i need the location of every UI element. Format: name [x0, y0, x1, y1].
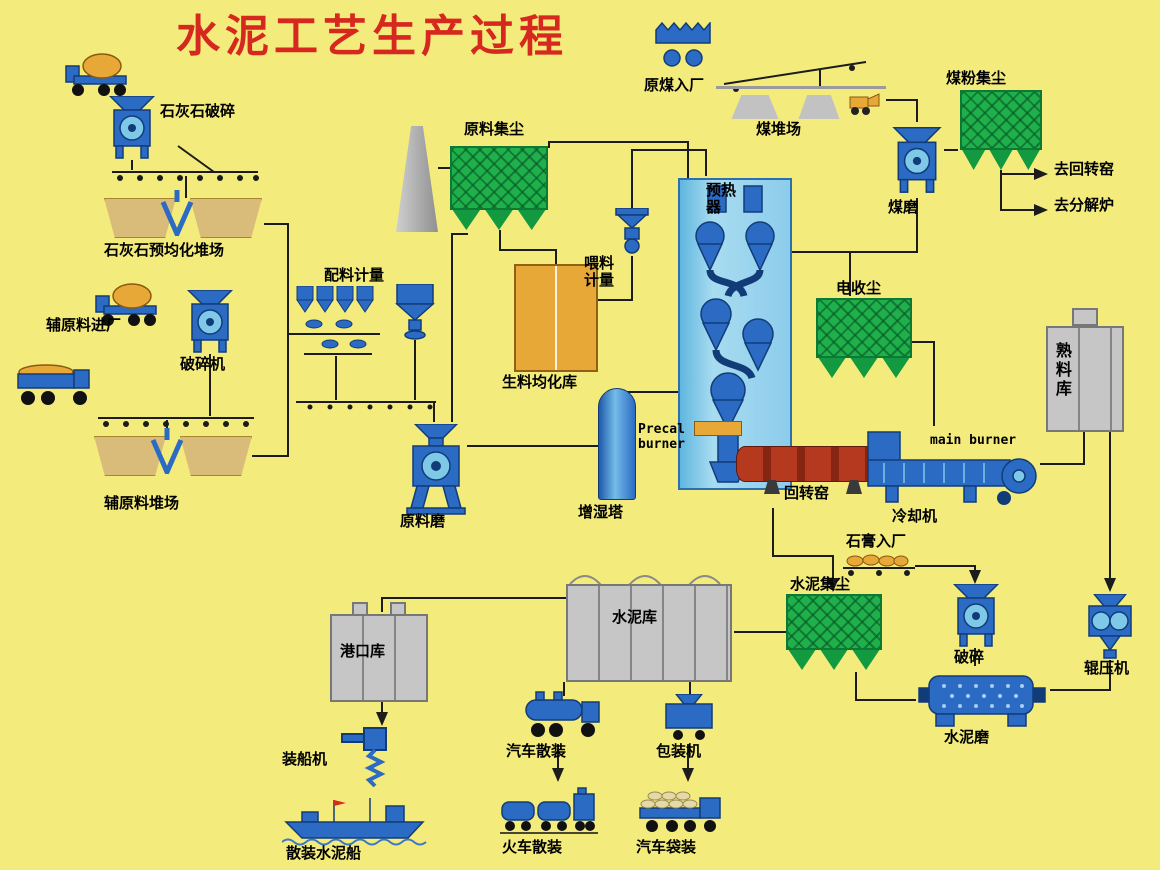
wheel-loader-icon	[842, 90, 880, 116]
mixer-truck-icon	[94, 278, 164, 330]
raw-meal-silo-icon	[514, 264, 598, 372]
preheater-cyclones-icon	[695, 185, 775, 483]
label-rotary-kiln: 回转窑	[784, 485, 830, 502]
humidifying-tower-icon	[598, 388, 636, 500]
clinker-silo-cap-icon	[1072, 308, 1098, 326]
cement-mill-icon	[916, 668, 1048, 728]
dump-truck-icon	[8, 360, 93, 410]
label-limestone-crushing: 石灰石破碎	[160, 103, 236, 120]
precalciner-burner-icon	[694, 421, 742, 436]
limestone-pile-icon	[190, 198, 262, 238]
label-coal-yard: 煤堆场	[756, 121, 802, 138]
label-raw-mill: 原料磨	[400, 513, 446, 530]
cement-silo-arches-icon	[569, 575, 721, 584]
diagram-title: 水泥工艺生产过程	[176, 11, 568, 62]
label-feed-metering: 喂料计量	[584, 255, 615, 289]
aux-pile-icon	[180, 436, 252, 476]
bulk-tank-truck-icon	[524, 684, 602, 742]
cement-silo-icon	[566, 584, 732, 682]
label-batching: 配料计量	[324, 267, 385, 284]
aux-crusher-icon	[184, 290, 236, 354]
label-bulk-ship: 散装水泥船	[286, 845, 362, 862]
feeder-icon	[610, 208, 654, 254]
label-clinker-silo: 熟料库	[1052, 342, 1070, 399]
packing-machine-icon	[658, 694, 720, 742]
label-port-silo: 港口库	[340, 643, 386, 660]
bag-truck-icon	[638, 784, 728, 838]
label-raw-dust: 原料集尘	[464, 121, 525, 138]
batch-hopper-icon	[392, 284, 438, 340]
cooler-icon	[864, 430, 1039, 508]
label-gypsum-in: 石膏入厂	[846, 533, 907, 550]
label-coal-mill: 煤磨	[888, 199, 919, 216]
batching-bins-icon	[296, 286, 376, 314]
coal-yard-icon	[716, 86, 886, 121]
label-main-burner: main burner	[930, 433, 1017, 448]
esp-collector-icon	[816, 298, 912, 378]
raw-dust-collector-icon	[450, 146, 548, 230]
label-humidify-tower: 增湿塔	[578, 504, 624, 521]
label-cement-dust: 水泥集尘	[790, 576, 851, 593]
label-train-bulk: 火车散装	[502, 839, 563, 856]
label-ship-loader: 装船机	[282, 751, 328, 768]
train-icon	[500, 786, 598, 838]
label-cooler: 冷却机	[892, 508, 938, 525]
label-crushing: 破碎	[954, 649, 985, 666]
bulk-cement-ship-icon	[282, 792, 427, 846]
kiln-support-icon	[846, 480, 862, 494]
raw-mill-icon	[405, 424, 467, 516]
clinker-silo-icon	[1046, 326, 1124, 432]
stacker-icon	[160, 190, 194, 236]
gypsum-conveyor-icon	[843, 552, 915, 582]
label-precal-burner: Precal burner	[638, 422, 685, 452]
label-cement-silo: 水泥库	[612, 609, 658, 626]
limestone-crusher-icon	[106, 96, 158, 160]
label-raw-meal-silo: 生料均化库	[502, 374, 578, 391]
mixer-truck-icon	[64, 48, 134, 100]
label-preheater: 预热器	[706, 182, 737, 216]
label-coal-dust: 煤粉集尘	[946, 70, 1007, 87]
label-packer: 包装机	[656, 743, 702, 760]
gypsum-crusher-icon	[950, 584, 1002, 648]
cement-dust-collector-icon	[786, 594, 882, 670]
ship-loader-icon	[338, 726, 412, 792]
label-esp: 电收尘	[836, 280, 882, 297]
label-limestone-yard: 石灰石预均化堆场	[104, 242, 225, 259]
label-truck-bulk: 汽车散装	[506, 743, 567, 760]
rotary-kiln-icon	[736, 446, 882, 482]
label-cement-mill: 水泥磨	[944, 729, 990, 746]
preheater-tower-icon	[678, 178, 792, 490]
label-to-calciner: 去分解炉	[1054, 197, 1115, 214]
label-to-kiln: 去回转窑	[1054, 161, 1115, 178]
coal-mill-icon	[890, 124, 944, 198]
label-raw-coal-in: 原煤入厂	[644, 77, 705, 94]
coal-dust-collector-icon	[960, 90, 1042, 170]
label-truck-bag: 汽车袋装	[636, 839, 697, 856]
label-roller-press: 辊压机	[1084, 660, 1130, 677]
label-crusher-machine: 破碎机	[180, 356, 226, 373]
coal-crusher-icon	[650, 22, 716, 68]
kiln-support-icon	[764, 480, 780, 494]
label-aux-material-in: 辅原料进厂	[46, 317, 122, 334]
port-silo-icon	[330, 614, 428, 702]
roller-press-icon	[1080, 594, 1140, 660]
stacker-icon	[150, 428, 184, 474]
label-aux-material-yard: 辅原料堆场	[104, 495, 180, 512]
